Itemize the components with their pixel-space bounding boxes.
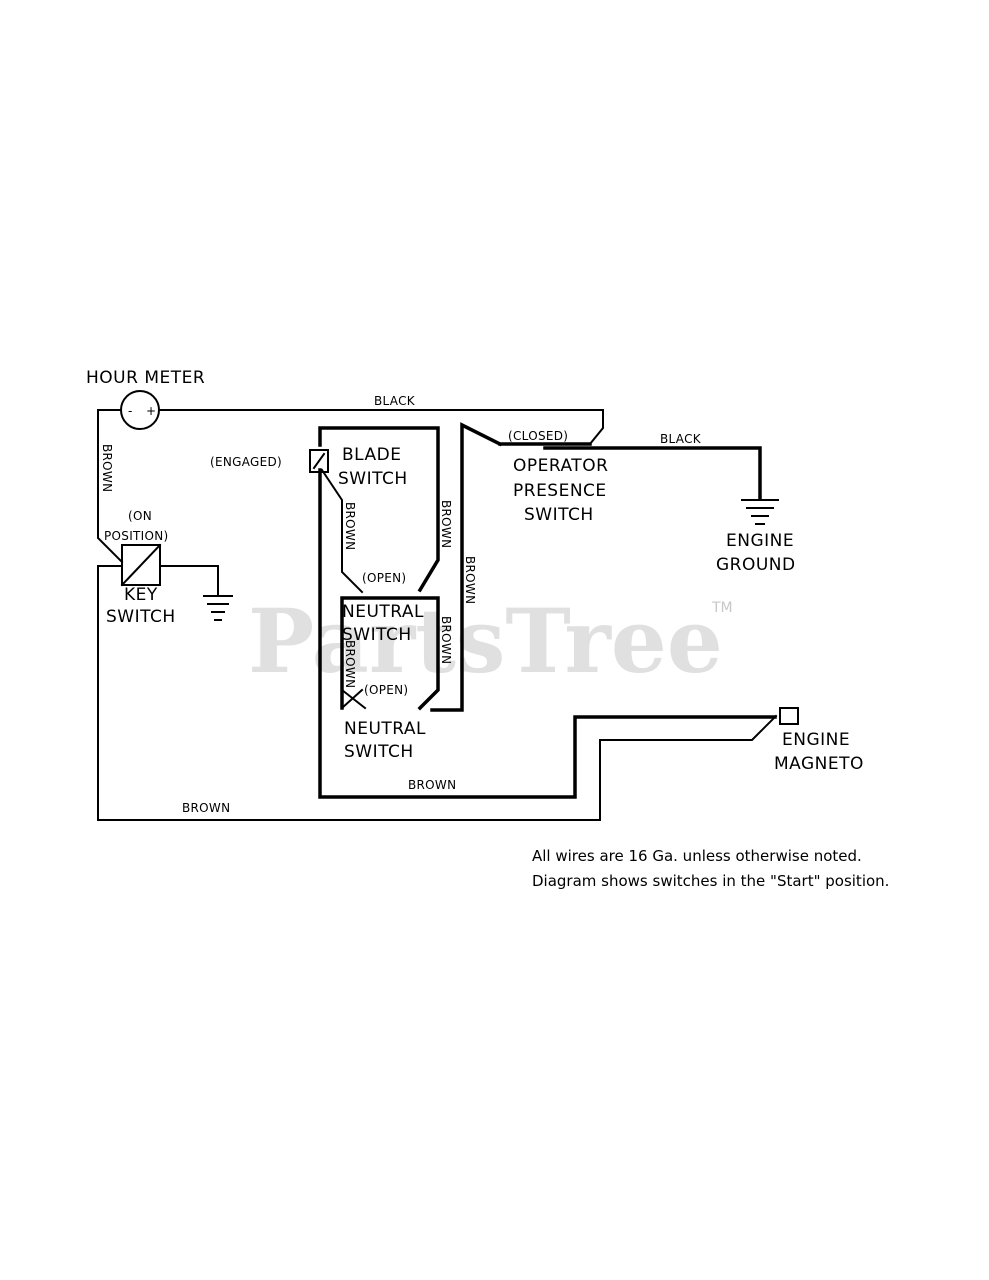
wire-blade-left xyxy=(320,468,364,594)
hour-meter-minus: - xyxy=(128,404,133,418)
wire-brown-right-outer xyxy=(430,422,503,712)
blade-switch-label-1: BLADE xyxy=(342,445,402,465)
wire-brown-right-outer-label: BROWN xyxy=(463,556,477,604)
wire-brown-left xyxy=(97,409,124,564)
wire-brown-blade-right-label: BROWN xyxy=(439,500,453,548)
wire-brown-inner-loop xyxy=(318,426,777,799)
key-switch-contact xyxy=(120,543,162,587)
engine-ground-label-2: GROUND xyxy=(716,555,796,575)
note-line-1: All wires are 16 Ga. unless otherwise no… xyxy=(532,847,862,865)
wire-black-top-label: BLACK xyxy=(374,394,416,408)
wire-neutral-lower xyxy=(340,688,367,710)
wire-brown-neutral-left-label: BROWN xyxy=(343,640,357,688)
wire-black-right-label: BLACK xyxy=(660,432,702,446)
hour-meter-label: HOUR METER xyxy=(86,368,205,388)
engine-magneto-icon xyxy=(779,707,799,725)
neutral-upper-label-2: SWITCH xyxy=(342,625,412,645)
wire-brown-blade-left-label: BROWN xyxy=(343,502,357,550)
neutral-upper-state: (OPEN) xyxy=(362,571,406,585)
engine-magneto-label-1: ENGINE xyxy=(782,730,850,750)
key-ground-icon xyxy=(203,595,233,621)
blade-switch-label-2: SWITCH xyxy=(338,469,408,489)
key-switch-label-2: SWITCH xyxy=(106,607,176,627)
operator-switch-label-3: SWITCH xyxy=(524,505,594,525)
neutral-lower-label-2: SWITCH xyxy=(344,742,414,762)
neutral-upper-label-1: NEUTRAL xyxy=(342,602,424,622)
note-line-2: Diagram shows switches in the "Start" po… xyxy=(532,872,889,890)
neutral-lower-label-1: NEUTRAL xyxy=(344,719,426,739)
operator-switch-label-2: PRESENCE xyxy=(513,481,607,501)
engine-ground-icon xyxy=(741,499,779,525)
wire-brown-bottom-outer-label: BROWN xyxy=(182,801,230,815)
engine-magneto-label-2: MAGNETO xyxy=(774,754,864,774)
wire-black-right xyxy=(543,446,762,500)
blade-switch-state: (ENGAGED) xyxy=(210,455,282,469)
hour-meter-plus: + xyxy=(146,404,156,418)
key-switch-label-1: KEY xyxy=(124,585,158,605)
key-switch-position-2: POSITION) xyxy=(104,529,169,543)
wire-brown-outer-loop xyxy=(97,565,778,821)
operator-switch-state: (CLOSED) xyxy=(508,429,568,443)
wire-brown-neutral-right-label: BROWN xyxy=(439,616,453,664)
neutral-lower-state: (OPEN) xyxy=(364,683,408,697)
engine-ground-label-1: ENGINE xyxy=(726,531,794,551)
key-switch-icon xyxy=(121,544,161,586)
blade-switch-icon xyxy=(309,449,329,473)
wire-brown-bottom-inner-label: BROWN xyxy=(408,778,456,792)
wire-brown-left-label: BROWN xyxy=(100,444,114,492)
blade-switch-contact xyxy=(312,452,326,470)
operator-switch-label-1: OPERATOR xyxy=(513,456,608,476)
wire-black-top xyxy=(97,409,604,446)
key-switch-position-1: (ON xyxy=(128,509,152,523)
watermark-text: PartsTree xyxy=(248,589,723,693)
watermark-tm: TM xyxy=(711,600,733,616)
hour-meter-icon xyxy=(120,390,160,430)
wire-key-ground xyxy=(159,565,219,595)
